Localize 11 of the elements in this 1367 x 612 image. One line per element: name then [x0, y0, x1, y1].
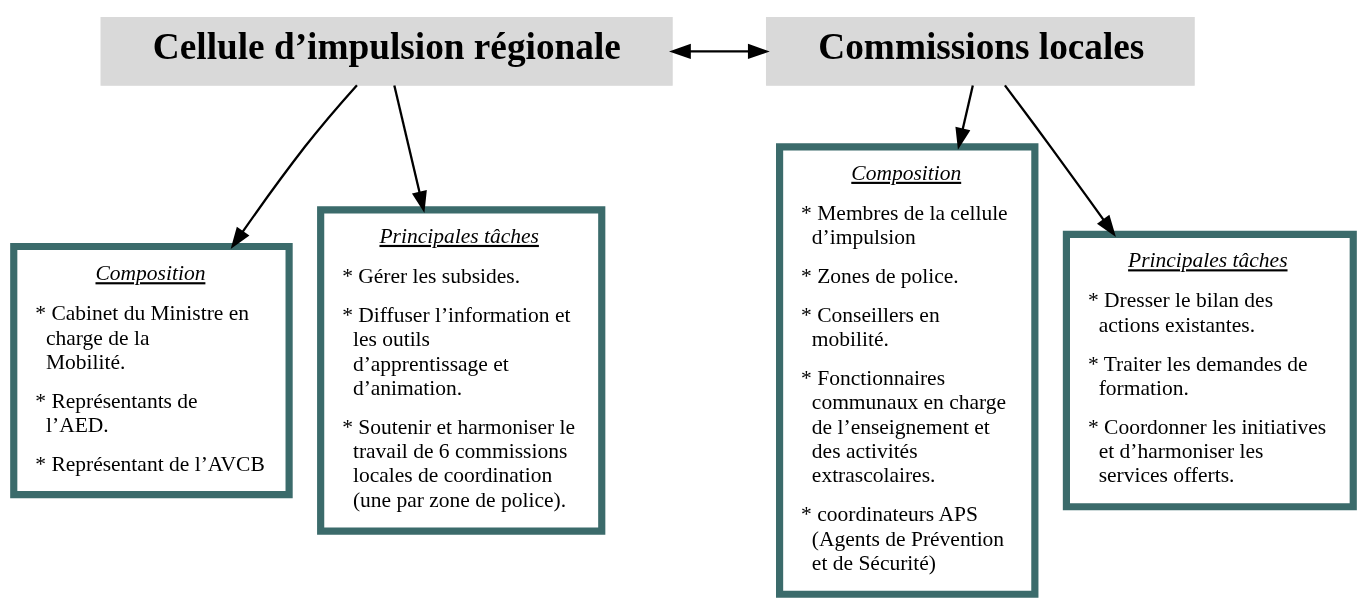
node-box: Principales tâches * Gérer les subsides. * Diffuser l’information et les outils d’apprentissage et d’animation. * Soutenir et harmoniser le travail de 6 commissions locales de coordination (une par zone de police).	[317, 206, 606, 535]
arrow	[393, 85, 427, 213]
node-box: Composition * Cabinet du Ministre en charge de la Mobilité. * Représentants de l’AED. * Représentant de l’AVCB	[10, 242, 293, 499]
arrow	[955, 85, 974, 150]
arrow	[669, 43, 770, 60]
arrow	[230, 84, 358, 250]
node-box: Principales tâches * Dresser le bilan des actions existantes. * Traiter les demandes de formation. * Coordonner les initiatives et d’harmoniser les services offerts.	[1062, 230, 1357, 511]
node-box: Cellule d’impulsion régionale	[100, 17, 673, 86]
node-box: Commissions locales	[765, 17, 1195, 86]
arrow	[1004, 84, 1116, 237]
node-box: Composition * Membres de la cellule d’impulsion * Zones de police. * Conseillers en mobilité. * Fonctionnaires communaux en charge de l’enseignement et des activités extrascolaires. * coordinateurs APS (Agents de Prévention et de Sécurité)	[776, 143, 1039, 598]
